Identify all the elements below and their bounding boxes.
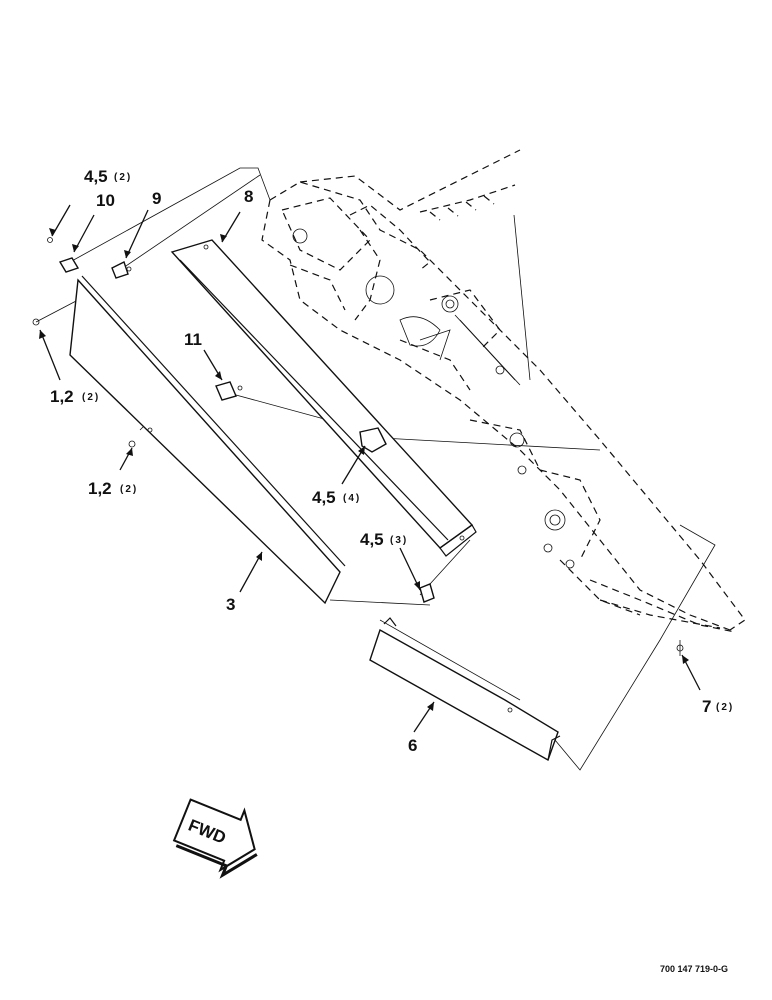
callout-7-qty: (2): [716, 702, 734, 713]
part-45-lower-bracket: [419, 583, 435, 603]
callout-6: 6: [408, 736, 417, 755]
part-11-bracket: [215, 381, 243, 401]
callout-4-5-top-qty: (2): [114, 172, 132, 183]
part-10-bracket: [47, 237, 80, 273]
part-8-channel-shield: [170, 239, 477, 557]
callout-7: 7: [702, 697, 711, 716]
part-45-mount-bracket: [359, 427, 387, 453]
callout-10: 10: [96, 191, 115, 210]
callout-4-5-low-qty: (3): [390, 535, 408, 546]
callout-1-2-left: 1,2: [50, 387, 74, 406]
part-6-front-shield: [369, 617, 561, 762]
callout-arrows: [39, 204, 701, 733]
callout-4-5-top: 4,5: [84, 167, 108, 186]
callout-11: 11: [184, 330, 202, 349]
callout-labels: 4,5 (2) 10 9 8 11 1,2 (2) 1,2 (2) 4,5 (4…: [50, 167, 734, 755]
callout-4-5-mid-qty: (4): [343, 493, 361, 504]
header-frame-phantom: [261, 149, 746, 633]
callout-9: 9: [152, 189, 161, 208]
callout-3: 3: [226, 595, 235, 614]
callout-4-5-low: 4,5: [360, 530, 384, 549]
callout-8: 8: [244, 187, 253, 206]
callout-1-2-mid: 1,2: [88, 479, 112, 498]
fwd-direction-arrow: FWD: [172, 798, 258, 879]
part-3-side-shield: [32, 275, 346, 605]
part-7-bolt: [676, 640, 684, 656]
callout-1-2-left-qty: (2): [82, 392, 100, 403]
callout-4-5-mid: 4,5: [312, 488, 336, 507]
figure-number: 700 147 719-0-G: [660, 964, 728, 974]
part-9-clip: [111, 261, 132, 279]
callout-1-2-mid-qty: (2): [120, 484, 138, 495]
